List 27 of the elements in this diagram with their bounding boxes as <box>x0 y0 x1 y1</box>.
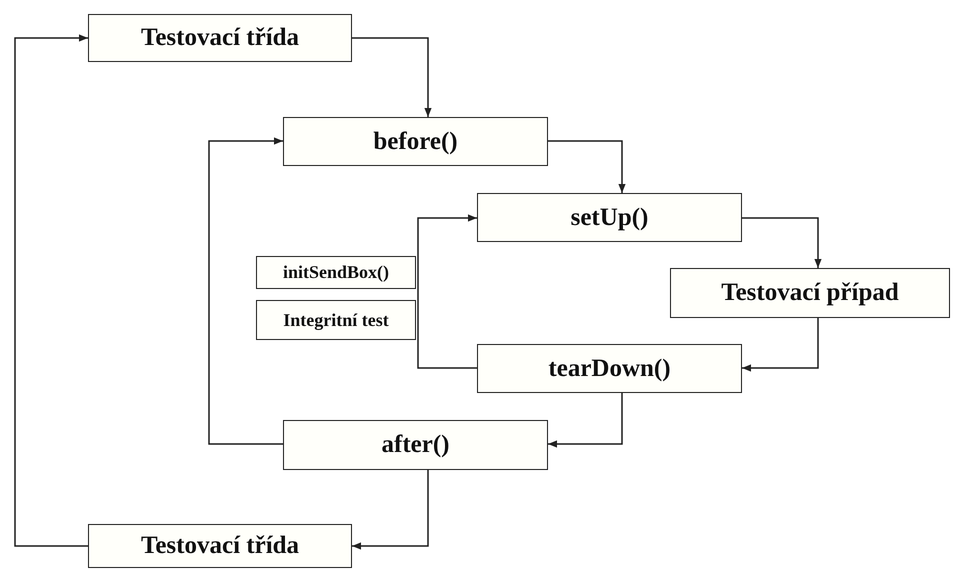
process-box <box>477 193 742 242</box>
process-box <box>256 256 416 289</box>
arrow <box>352 470 429 550</box>
process-box <box>88 14 352 62</box>
box-label: initSendBox() <box>282 262 390 283</box>
process-box <box>670 268 950 318</box>
process-box <box>283 420 548 470</box>
arrow <box>742 217 822 268</box>
arrow <box>548 393 623 448</box>
arrow <box>742 318 819 372</box>
arrow <box>352 37 432 117</box>
arrow <box>208 137 283 445</box>
process-box <box>88 524 352 568</box>
process-box <box>477 344 742 393</box>
box-label: Testovací případ <box>721 279 899 307</box>
arrow <box>14 34 88 547</box>
box-label: Testovací třída <box>140 532 300 560</box>
box-label: tearDown() <box>548 354 671 382</box>
box-label: setUp() <box>570 204 648 232</box>
box-label: Testovací třída <box>140 24 300 52</box>
process-box <box>256 300 416 340</box>
arrow <box>548 140 626 193</box>
process-box <box>283 117 548 166</box>
box-label: after() <box>382 431 450 459</box>
box-label: before() <box>373 128 458 156</box>
box-label: Integritní test <box>283 310 389 330</box>
arrow <box>417 214 477 369</box>
